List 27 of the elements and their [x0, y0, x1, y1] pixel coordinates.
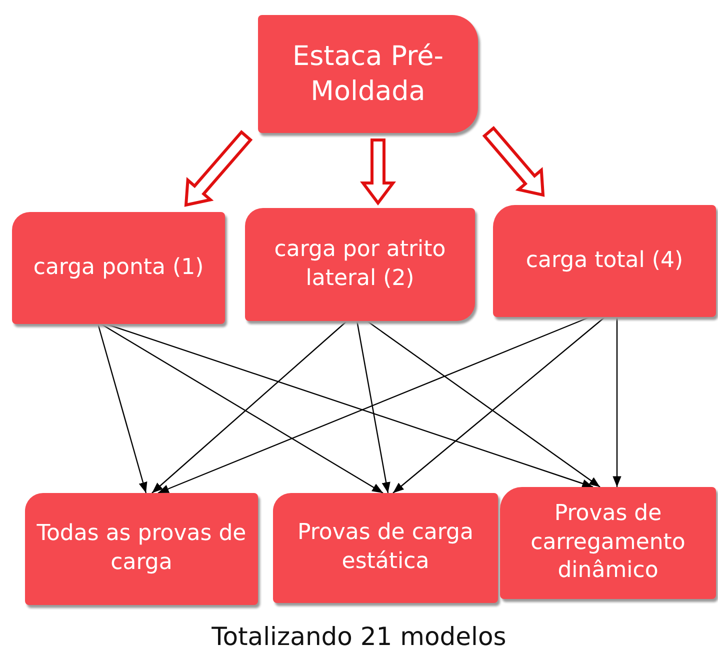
arrow	[612, 317, 622, 487]
process-box	[12, 212, 225, 324]
arrow	[366, 320, 600, 488]
arrow	[100, 323, 384, 494]
arrow	[158, 316, 590, 494]
arrow	[97, 324, 148, 494]
box-label: carga total (4)	[526, 246, 684, 275]
box-label: carga por atrito lateral (2)	[273, 236, 447, 292]
box-label: Provas de carregamento dinâmico	[530, 500, 686, 586]
process-box	[273, 493, 498, 603]
box-label: Estaca Pré-Moldada	[292, 40, 444, 109]
hollow-arrow	[184, 130, 253, 207]
hollow-arrow	[482, 126, 545, 197]
process-box	[25, 493, 258, 605]
box-label: carga ponta (1)	[33, 254, 204, 282]
arrow	[106, 323, 594, 488]
box-label: Provas de carga estática	[296, 519, 475, 576]
process-box	[493, 205, 716, 317]
arrow	[392, 316, 606, 494]
process-box	[500, 487, 716, 599]
box-label: Todas as provas de carga	[36, 520, 248, 577]
process-box	[258, 15, 478, 133]
arrow	[356, 320, 390, 494]
arrow	[152, 320, 348, 494]
caption: Totalizando 21 modelos	[212, 622, 506, 651]
hollow-arrow	[360, 138, 396, 206]
process-box	[245, 208, 475, 321]
